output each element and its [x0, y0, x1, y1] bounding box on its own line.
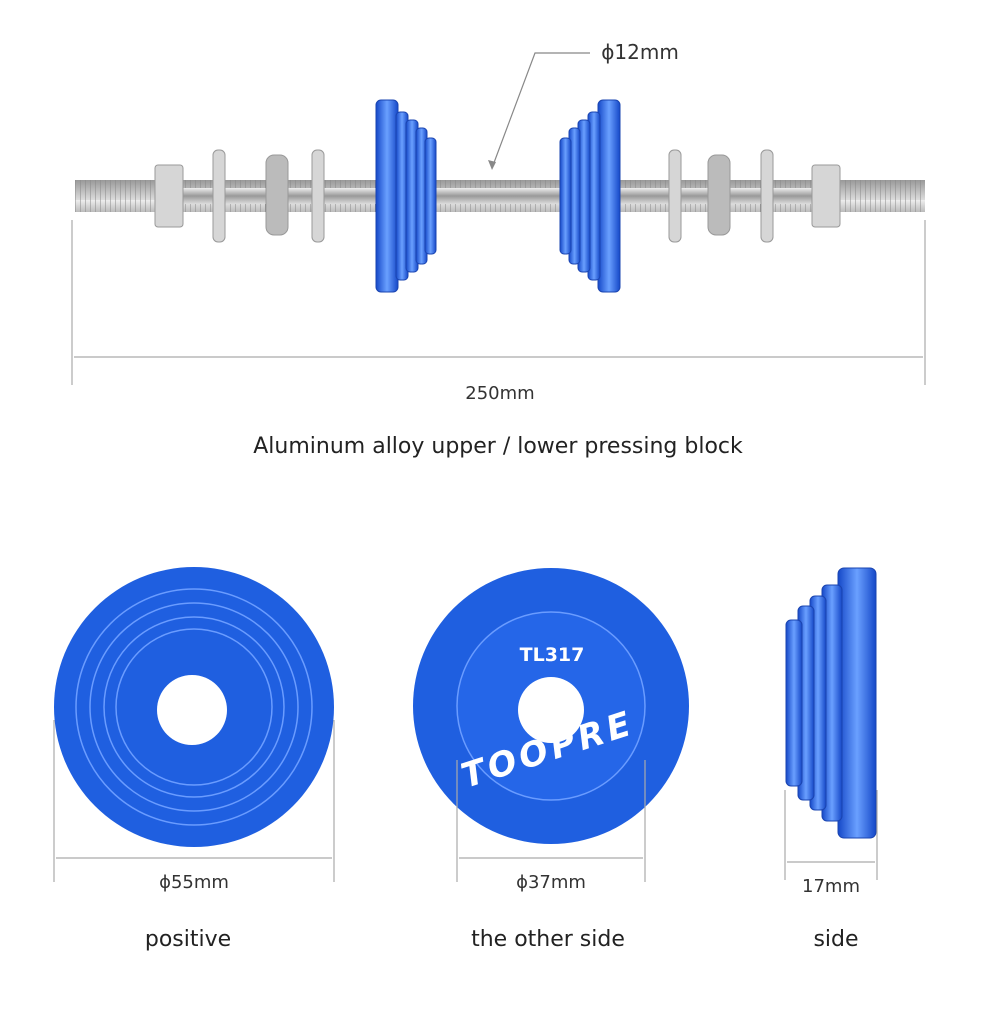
disc-other-side	[413, 568, 689, 844]
right-pressing-block	[559, 99, 621, 293]
dimension-side: 17mm	[802, 876, 860, 897]
caption-side: side	[813, 927, 859, 952]
caption-positive: positive	[144, 927, 232, 952]
bottom-dimensions	[53, 720, 878, 882]
threaded-rod	[75, 180, 925, 212]
length-dimension	[71, 220, 926, 385]
rod-diameter-label: ϕ12mm	[601, 40, 679, 64]
section-title: Aluminum alloy upper / lower pressing bl…	[253, 434, 743, 459]
caption-other-side: the other side	[471, 927, 625, 952]
disc-side-view	[785, 567, 877, 839]
diameter-leader-line	[491, 52, 590, 169]
nuts-and-washers	[154, 149, 841, 243]
left-pressing-block	[375, 99, 437, 293]
dimension-other-side: ϕ37mm	[516, 872, 586, 893]
length-label: 250mm	[465, 383, 535, 404]
disc-positive	[54, 567, 334, 847]
model-label: TL317	[519, 644, 585, 666]
dimension-positive: ϕ55mm	[159, 872, 229, 893]
